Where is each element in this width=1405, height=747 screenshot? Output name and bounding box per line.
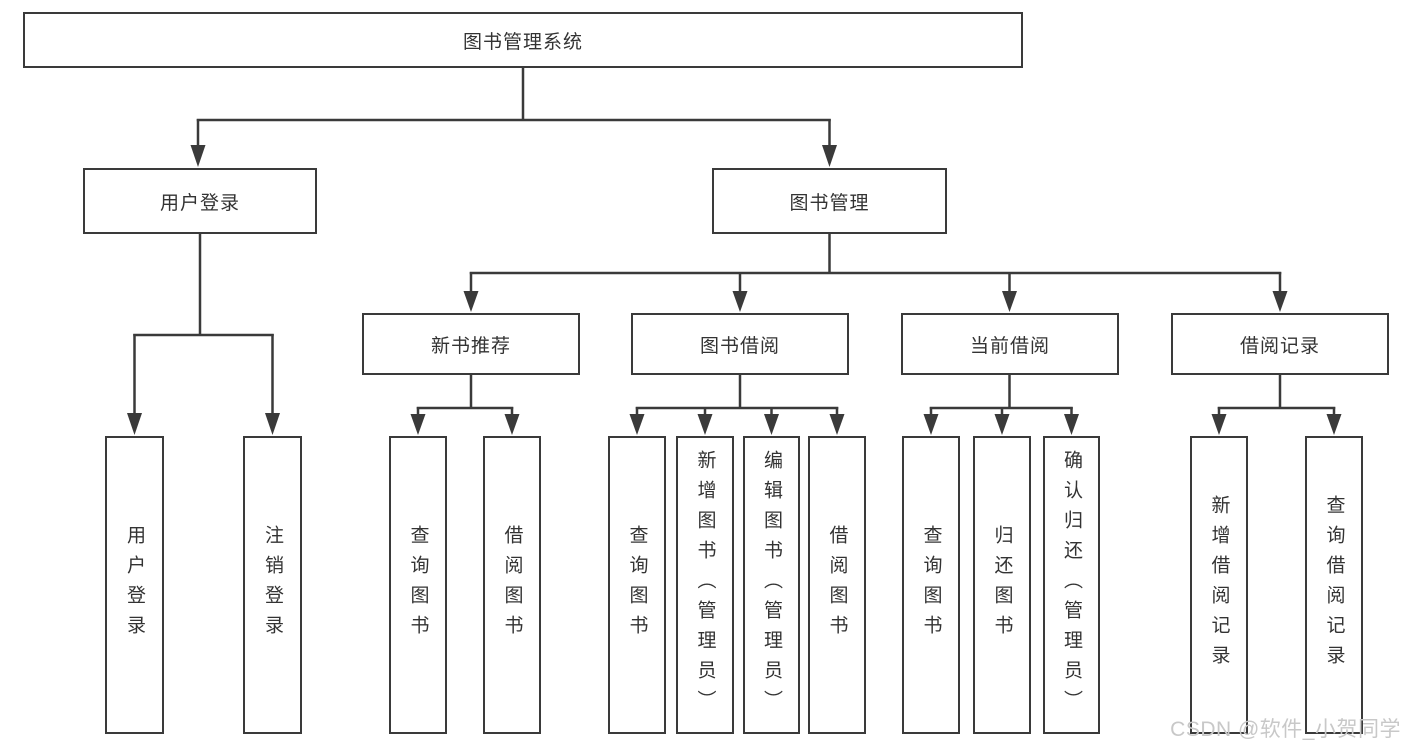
node-label: 图书管理系统 xyxy=(462,31,583,53)
leaf-borrow-borrow-books: 借阅图书 xyxy=(808,436,866,734)
node-label: 新书推荐 xyxy=(430,335,511,357)
leaf-records-query-borrow-record: 查询借阅记录 xyxy=(1305,436,1363,734)
leaf-label: 确认归还（管理员） xyxy=(1061,450,1082,720)
node-label: 借阅记录 xyxy=(1239,335,1320,357)
leaf-label: 查询图书 xyxy=(407,525,429,645)
leaf-label: 归还图书 xyxy=(991,525,1013,645)
node-library-management-system: 图书管理系统 xyxy=(23,12,1023,68)
node-label: 图书借阅 xyxy=(699,335,780,357)
leaf-recommend-borrow-books: 借阅图书 xyxy=(483,436,541,734)
leaf-label: 查询图书 xyxy=(626,525,648,645)
leaf-borrow-query-books: 查询图书 xyxy=(608,436,666,734)
leaf-label: 编辑图书（管理员） xyxy=(761,450,782,720)
node-borrowing-records: 借阅记录 xyxy=(1171,313,1389,375)
leaf-label: 用户登录 xyxy=(124,525,145,645)
node-new-book-recommendation: 新书推荐 xyxy=(362,313,580,375)
leaf-label: 查询图书 xyxy=(920,525,942,645)
leaf-label: 查询借阅记录 xyxy=(1323,495,1345,675)
node-book-borrowing: 图书借阅 xyxy=(631,313,849,375)
leaf-borrow-add-books-admin: 新增图书（管理员） xyxy=(676,436,734,734)
leaf-label: 注销登录 xyxy=(262,525,283,645)
leaf-label: 借阅图书 xyxy=(826,525,848,645)
leaf-current-confirm-return-admin: 确认归还（管理员） xyxy=(1043,436,1100,734)
leaf-borrow-edit-books-admin: 编辑图书（管理员） xyxy=(743,436,800,734)
leaf-records-add-borrow-record: 新增借阅记录 xyxy=(1190,436,1248,734)
node-label: 图书管理 xyxy=(789,192,870,214)
leaf-label: 借阅图书 xyxy=(501,525,523,645)
node-label: 用户登录 xyxy=(159,192,240,214)
leaf-recommend-query-books: 查询图书 xyxy=(389,436,447,734)
leaf-current-return-books: 归还图书 xyxy=(973,436,1031,734)
leaf-logout: 注销登录 xyxy=(243,436,302,734)
leaf-label: 新增借阅记录 xyxy=(1208,495,1230,675)
leaf-user-login: 用户登录 xyxy=(105,436,164,734)
csdn-watermark: CSDN @软件_小贺同学 xyxy=(1170,718,1401,741)
node-user-login: 用户登录 xyxy=(83,168,317,234)
leaf-label: 新增图书（管理员） xyxy=(694,450,716,720)
node-book-management: 图书管理 xyxy=(712,168,947,234)
node-label: 当前借阅 xyxy=(969,335,1050,357)
node-current-borrowing: 当前借阅 xyxy=(901,313,1119,375)
leaf-current-query-books: 查询图书 xyxy=(902,436,960,734)
